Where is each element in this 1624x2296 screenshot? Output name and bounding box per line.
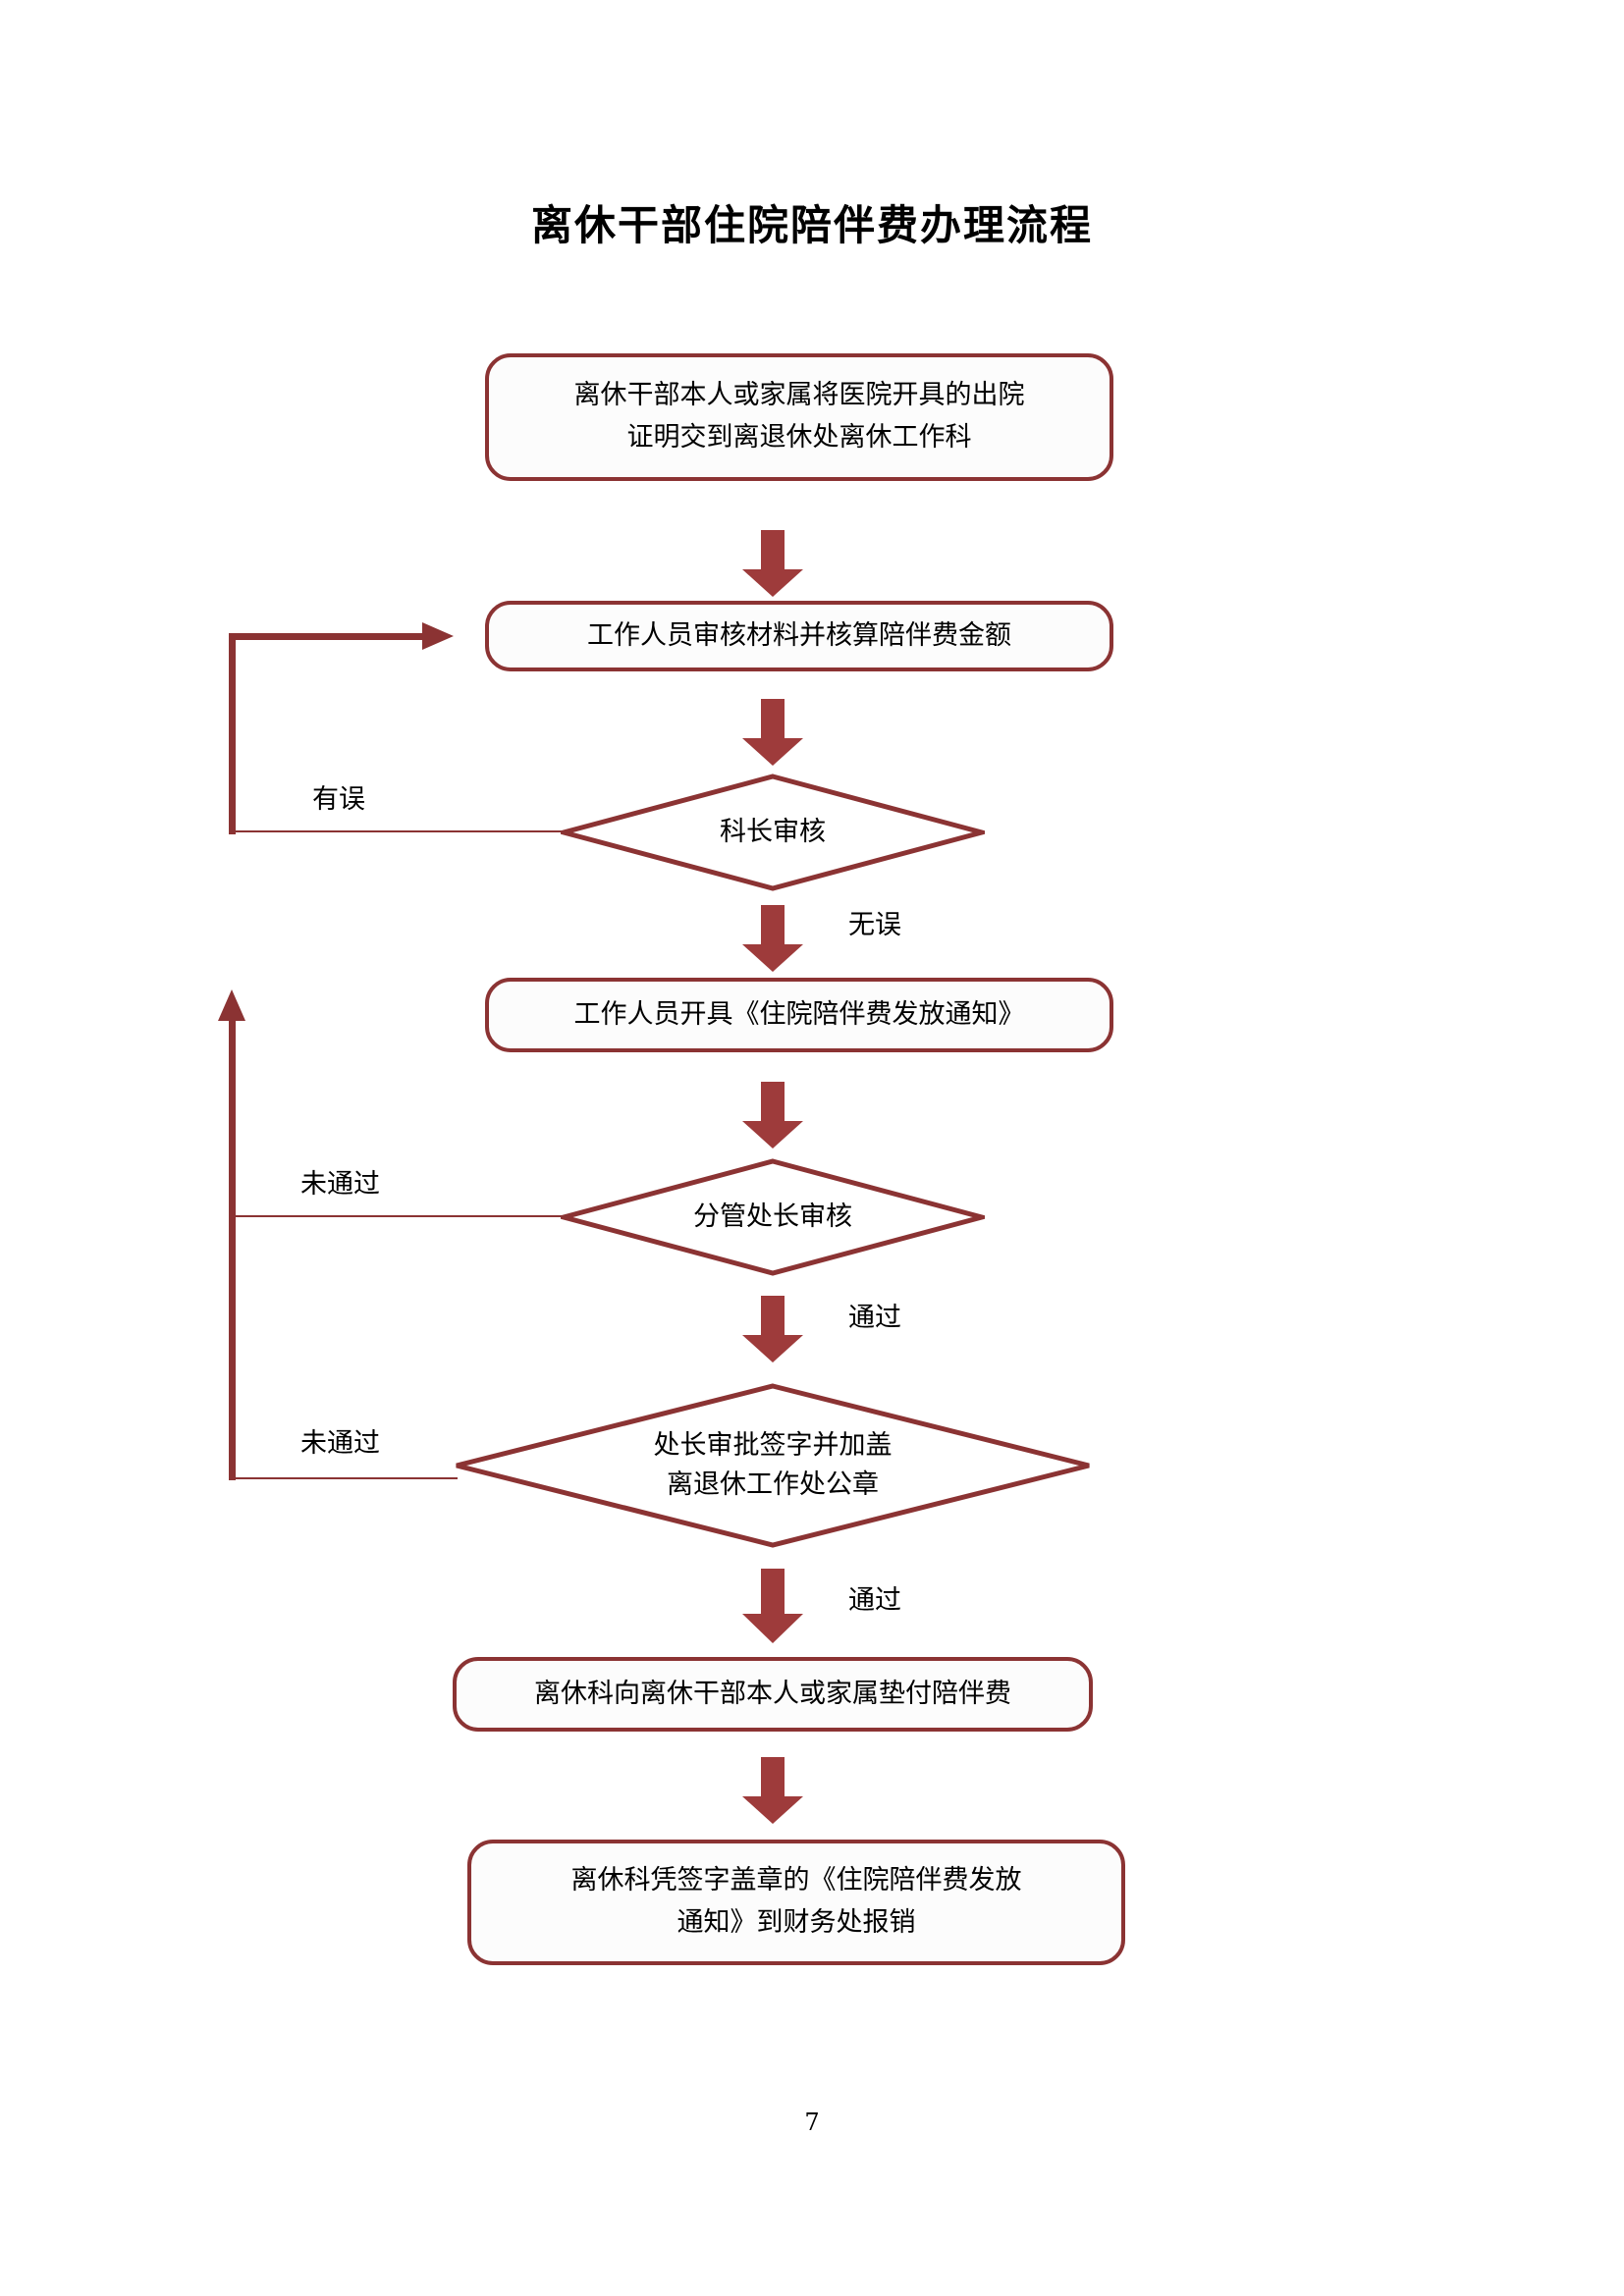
edge-label-chief-pass: 无误 [848,910,901,940]
edge-chief-reject-vertical [229,633,236,834]
node-advance-companion-fee[interactable]: 离休科向离休干部本人或家属垫付陪伴费 [453,1657,1093,1732]
node-label: 离休干部本人或家属将医院开具的出院 证明交到离退休处离休工作科 [573,380,1025,453]
down-block-arrow-3 [742,905,803,972]
edge-label-director-pass: 通过 [848,1585,901,1616]
page-title: 离休干部住院陪伴费办理流程 [530,201,1093,249]
diamond-shape [456,1383,1090,1548]
edge-label-deputy-reject: 未通过 [300,1169,380,1200]
node-label: 离休科向离休干部本人或家属垫付陪伴费 [534,1678,1011,1709]
node-staff-review-and-calculate[interactable]: 工作人员审核材料并核算陪伴费金额 [485,601,1113,671]
right-arrowhead-to-staff-review [422,622,454,650]
node-director-sign-and-seal[interactable]: 处长审批签字并加盖 离退休工作处公章 [453,1382,1093,1549]
page-number: 7 [804,2109,820,2136]
node-label: 科长审核 [720,816,826,847]
edge-chief-reject-top-horizontal [229,633,427,640]
node-section-chief-review[interactable]: 科长审核 [561,774,985,891]
node-label: 离休科凭签字盖章的《住院陪伴费发放 通知》到财务处报销 [570,1865,1022,1938]
node-label: 分管处长审核 [693,1201,852,1232]
down-block-arrow-4 [742,1082,803,1148]
node-reimburse-at-finance[interactable]: 离休科凭签字盖章的《住院陪伴费发放 通知》到财务处报销 [467,1840,1125,1965]
node-issue-payment-notice[interactable]: 工作人员开具《住院陪伴费发放通知》 [485,978,1113,1052]
edge-deputy-reject-horizontal [234,1215,564,1217]
edge-director-reject-horizontal [234,1477,458,1479]
down-block-arrow-2 [742,699,803,766]
down-block-arrow-1 [742,530,803,597]
node-deputy-director-review[interactable]: 分管处长审核 [561,1158,985,1276]
diamond-shape [561,774,985,891]
down-block-arrow-6 [742,1569,803,1643]
node-label: 处长审批签字并加盖 离退休工作处公章 [653,1429,893,1501]
up-arrowhead-to-issue-notice [218,989,245,1021]
edge-reject-loop-vertical [229,1019,236,1480]
down-block-arrow-5 [742,1296,803,1362]
down-block-arrow-7 [742,1757,803,1824]
edge-label-director-reject: 未通过 [300,1428,380,1459]
edge-chief-reject-horizontal [234,830,564,832]
node-label: 工作人员开具《住院陪伴费发放通知》 [573,998,1025,1030]
node-label: 工作人员审核材料并核算陪伴费金额 [587,619,1011,651]
node-submit-discharge-certificate[interactable]: 离休干部本人或家属将医院开具的出院 证明交到离退休处离休工作科 [485,353,1113,481]
diamond-shape [561,1158,985,1276]
edge-label-chief-reject: 有误 [312,784,365,815]
edge-label-deputy-pass: 通过 [848,1303,901,1333]
